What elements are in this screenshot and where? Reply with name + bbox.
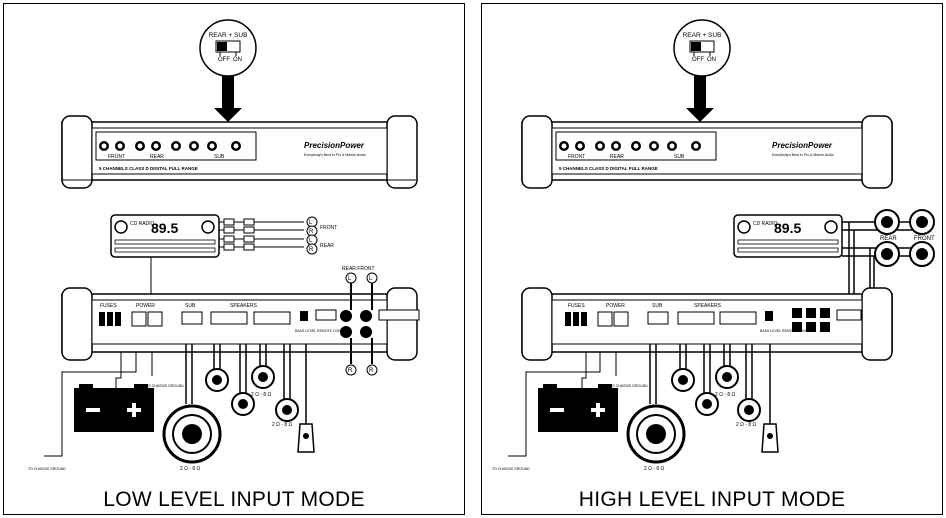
section-rear: REAR <box>150 154 164 160</box>
arrow-icon <box>686 76 714 122</box>
rca-bot-r1: R <box>348 368 353 374</box>
speaker-impedance-2: 2 Ω - 8 Ω <box>272 422 293 428</box>
front-speaker-2 <box>909 241 935 267</box>
switch-title: REAR + SUB <box>683 32 722 39</box>
remote-control-icon <box>297 423 315 453</box>
head-unit: CD RADIO 89.5 <box>733 214 843 258</box>
switch-on: ON <box>233 57 242 63</box>
rca-r-front: R <box>309 229 314 235</box>
ground-label: TO CHASSIS GROUND <box>28 467 66 471</box>
brand-tagline: Everybody's Best in Pro & Marine Audio <box>304 153 366 157</box>
speaker-wires <box>185 344 307 424</box>
speaker-icon-3 <box>251 365 275 389</box>
rear-sub-switch-callout: REAR + SUB OFF ON <box>673 19 731 122</box>
switch-off: OFF <box>218 57 230 63</box>
brand-logo: PrecisionPower <box>772 141 833 150</box>
arrow-icon <box>214 76 242 122</box>
rca-rear-label: REAR <box>320 243 334 249</box>
speakers-label: SPEAKERS <box>694 303 722 309</box>
section-front: FRONT <box>568 154 585 160</box>
amplifier-top: FRONT REAR SUB 5 CHANNELS CLASS D DIGITA… <box>521 115 893 189</box>
brand-tagline: Everybody's Best in Pro & Marine Audio <box>772 153 834 157</box>
rear-speaker-2 <box>874 241 900 267</box>
switch-title: REAR + SUB <box>209 32 248 39</box>
fuses-label: FUSES <box>100 303 117 309</box>
rca-r-rear: R <box>309 247 314 253</box>
remote-label: BASS LEVEL REMOTE CONTROL <box>760 329 815 333</box>
high-level-diagram: REAR + SUB OFF ON FR <box>492 19 935 472</box>
panel-caption-low: LOW LEVEL INPUT MODE <box>103 488 365 511</box>
subwoofer-icon <box>162 404 222 464</box>
panel-caption-high: HIGH LEVEL INPUT MODE <box>578 488 846 511</box>
rca-front-label: FRONT <box>320 225 337 231</box>
rca-l-front: L <box>309 220 313 226</box>
head-unit-source: CD RADIO <box>130 221 155 227</box>
high-level-input-connectors <box>792 308 830 332</box>
tune-knob-icon <box>201 220 215 234</box>
head-unit-frequency: 89.5 <box>151 220 178 236</box>
sub-label: SUB <box>652 303 663 309</box>
rca-bot-r2: R <box>369 368 374 374</box>
speakers-label: SPEAKERS <box>230 303 258 309</box>
section-front: FRONT <box>108 154 125 160</box>
front-speaker-1 <box>909 209 935 235</box>
speaker-icon-4 <box>737 398 761 422</box>
speaker-icon-4 <box>275 398 299 422</box>
rca-l-rear: L <box>309 238 313 244</box>
remote-control-icon <box>761 423 779 453</box>
rca-top-l2: L <box>369 276 373 282</box>
speaker-icon-2 <box>695 392 719 416</box>
amplifier-bottom: FUSES POWER SUB SPEAKERS BASS LEVEL REMO… <box>521 287 893 361</box>
speaker-icon-3 <box>715 365 739 389</box>
speaker-impedance-1: 2 Ω - 8 Ω <box>251 392 272 398</box>
speaker-icon-1 <box>205 368 229 392</box>
sub-impedance: 2 Ω - 8 Ω <box>180 466 201 472</box>
speaker-impedance-2: 2 Ω - 8 Ω <box>736 422 757 428</box>
head-unit: CD RADIO 89.5 <box>110 214 220 258</box>
rca-cables <box>219 216 318 255</box>
switch-off: OFF <box>692 57 704 63</box>
rear-sub-switch-callout: REAR + SUB OFF ON <box>199 19 257 122</box>
rca-top-l1: L <box>348 276 352 282</box>
rear-front-label: REAR FRONT <box>342 266 375 272</box>
speaker-impedance-1: 2 Ω - 8 Ω <box>715 392 736 398</box>
subwoofer-icon <box>626 404 686 464</box>
model-text: 5 CHANNELS CLASS D DIGITAL FULL RANGE <box>559 166 658 171</box>
remote-label: BASS LEVEL REMOTE CONTROL <box>295 329 350 333</box>
rca-input-jacks <box>340 310 372 338</box>
brand-logo: PrecisionPower <box>304 141 365 150</box>
volume-knob-icon <box>114 220 128 234</box>
model-text: 5 CHANNELS CLASS D DIGITAL FULL RANGE <box>99 166 198 171</box>
volume-knob-icon <box>737 220 751 234</box>
battery-icon <box>44 352 154 457</box>
section-sub: SUB <box>214 154 225 160</box>
front-label: FRONT <box>914 236 935 242</box>
ground-label: TO CHASSIS GROUND <box>492 467 530 471</box>
low-level-input-panel: REAR + SUB OFF ON <box>3 3 465 515</box>
power-label: POWER <box>606 303 625 309</box>
tune-knob-icon <box>824 220 838 234</box>
high-level-input-panel: REAR + SUB OFF ON FR <box>481 3 943 515</box>
ground-label-2: TO CHASSIS GROUND <box>610 384 648 388</box>
speaker-wires <box>649 344 771 424</box>
head-unit-frequency: 89.5 <box>774 220 801 236</box>
sub-impedance: 2 Ω - 8 Ω <box>644 466 665 472</box>
amplifier-top: FRONT REAR SUB 5 CHANNELS CLASS D DIGITA… <box>61 115 418 189</box>
switch-on: ON <box>707 57 716 63</box>
section-sub: SUB <box>674 154 685 160</box>
sub-label: SUB <box>185 303 196 309</box>
battery-icon <box>508 352 618 457</box>
rear-label: REAR <box>880 236 897 242</box>
head-unit-source: CD RADIO <box>753 221 778 227</box>
rear-speaker-1 <box>874 209 900 235</box>
speaker-icon-1 <box>671 368 695 392</box>
power-label: POWER <box>136 303 155 309</box>
amplifier-bottom: FUSES POWER SUB SPEAKERS BASS LEVEL REMO… <box>61 287 420 361</box>
speaker-icon-2 <box>231 392 255 416</box>
fuses-label: FUSES <box>568 303 585 309</box>
low-level-diagram: REAR + SUB OFF ON <box>28 19 420 472</box>
ground-label-2: TO CHASSIS GROUND <box>146 384 184 388</box>
section-rear: REAR <box>610 154 624 160</box>
